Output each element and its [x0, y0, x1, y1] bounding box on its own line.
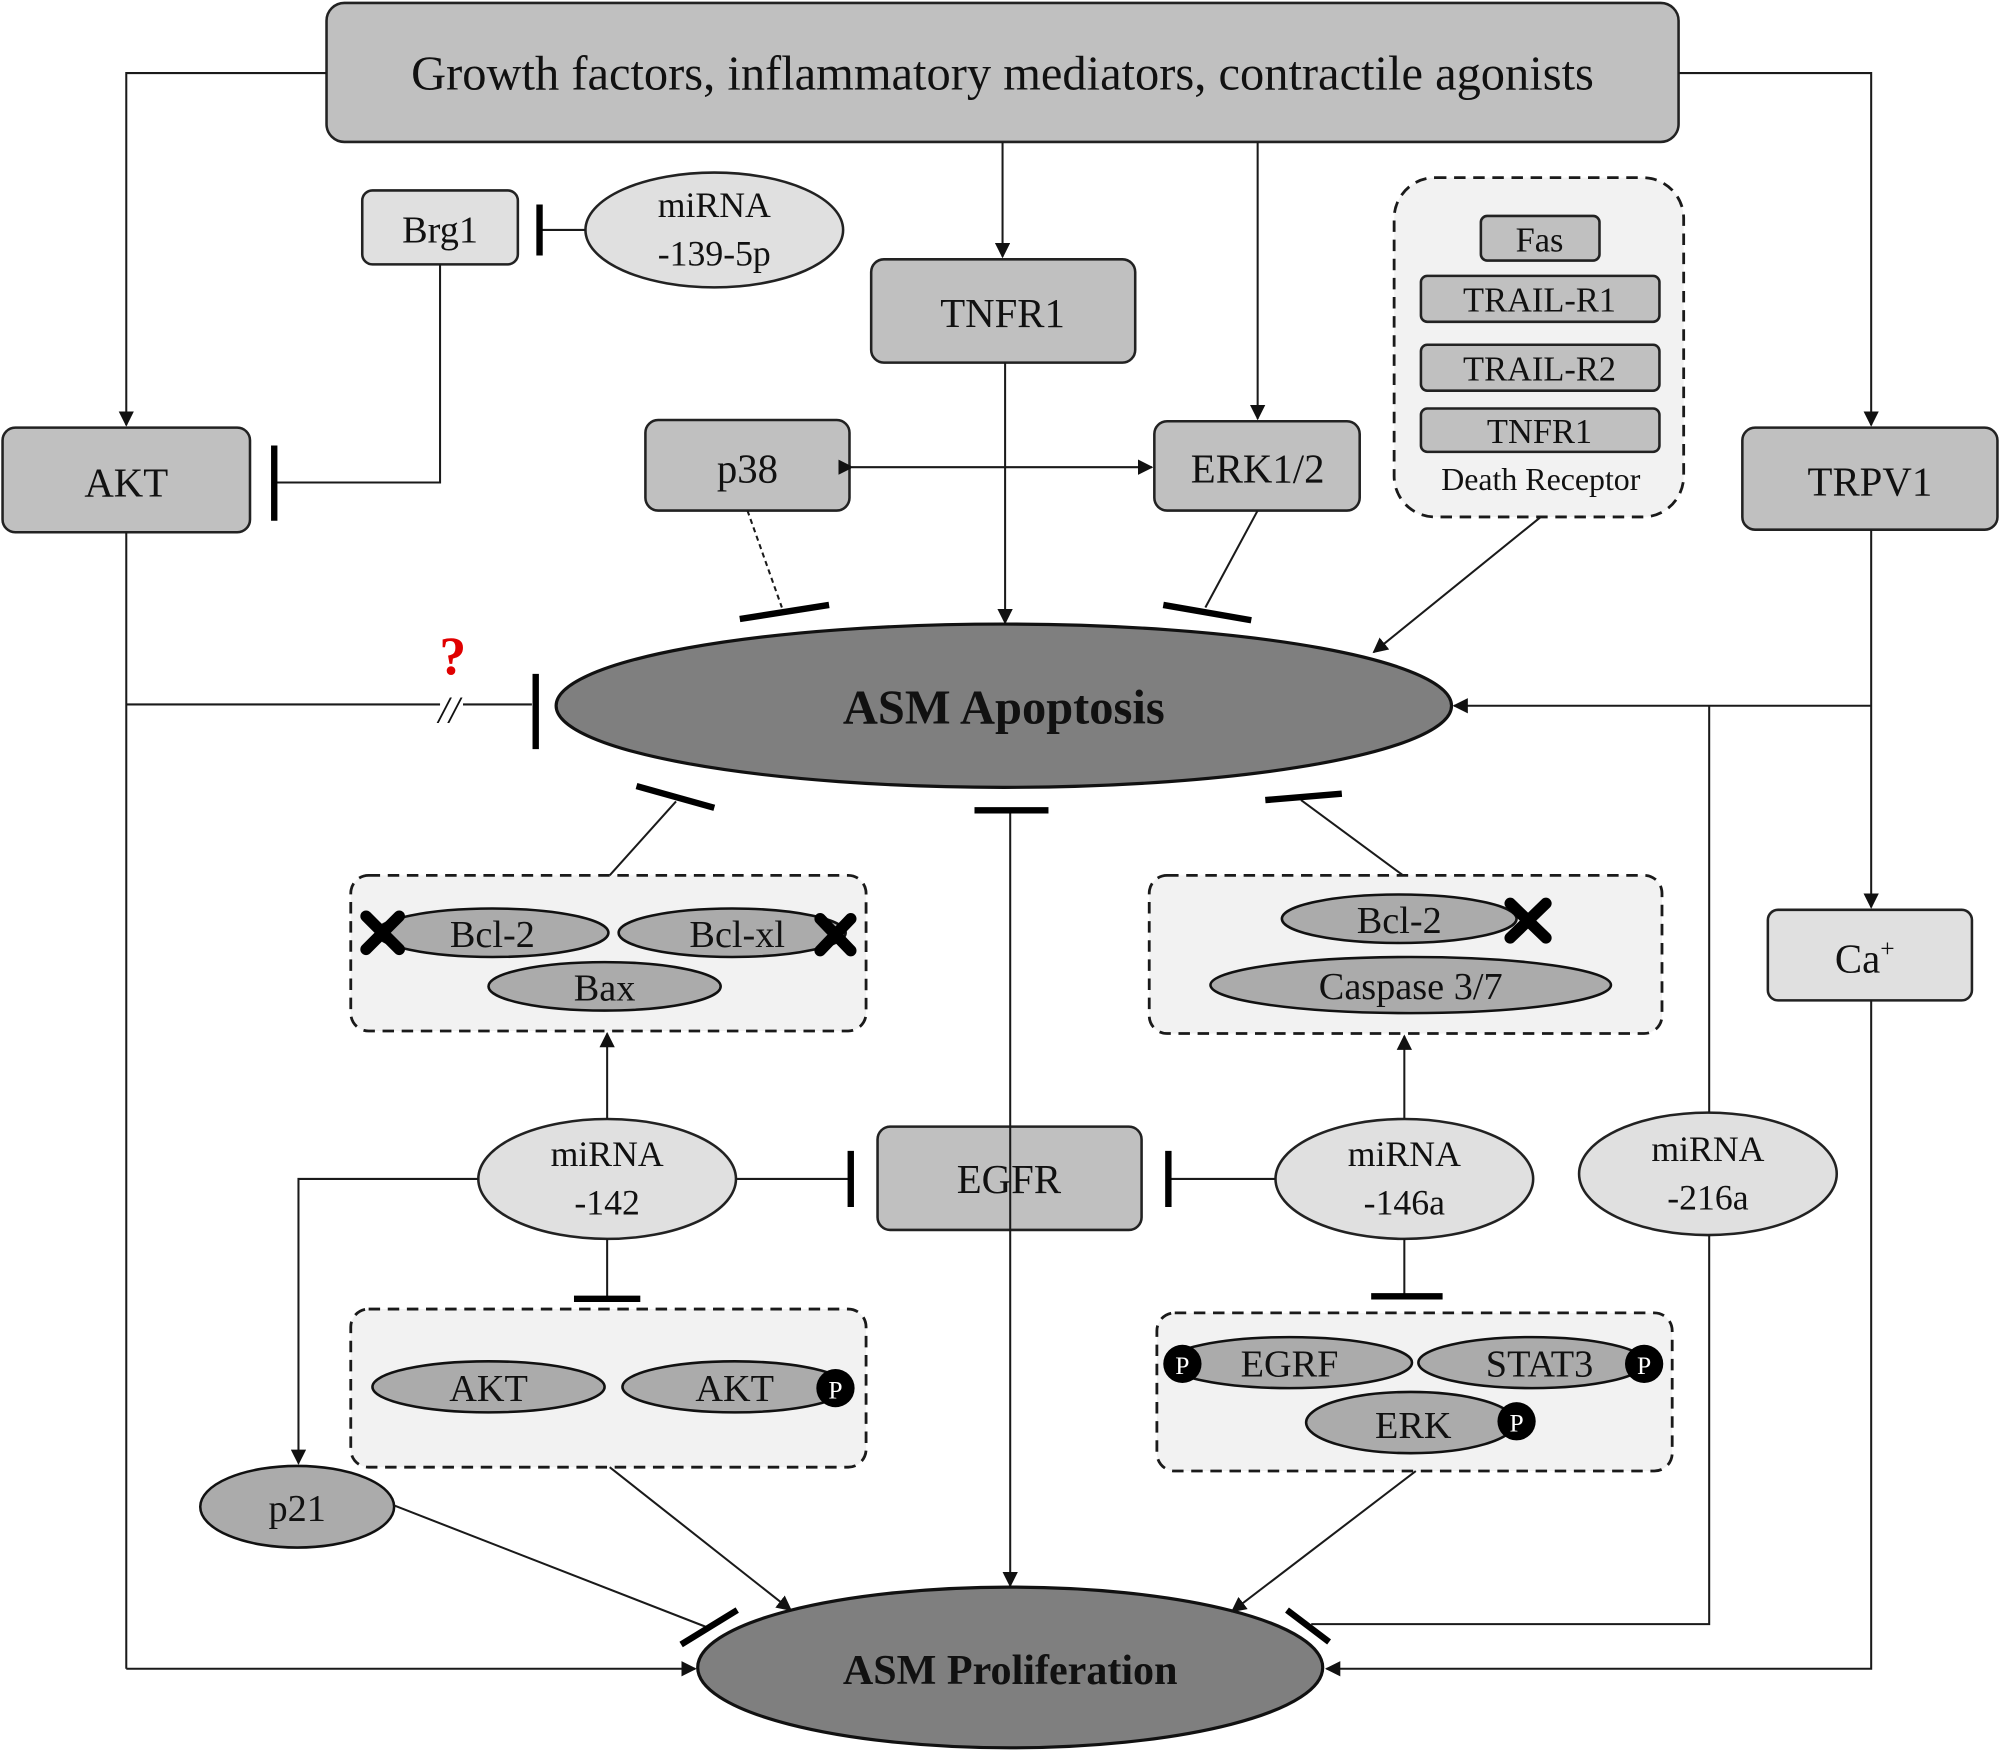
asm-proliferation-label: ASM Proliferation	[843, 1647, 1178, 1694]
inhibit-brg1-akt	[275, 264, 442, 484]
ca-node: Ca+	[1766, 908, 1974, 1002]
egrf-group: EGRF STAT3 ERK P P P	[1155, 1311, 1674, 1473]
bcl-left-bclxl: Bcl-xl	[689, 914, 785, 956]
egrf-group-stat3: STAT3	[1486, 1344, 1593, 1386]
arrow-top-to-trpv1	[1678, 72, 1879, 427]
top-box: Growth factors, inflammatory mediators, …	[325, 1, 1680, 144]
arrow-mirna142-p21	[290, 1177, 479, 1465]
inhibit-bar	[679, 1607, 739, 1648]
connectors: // ?	[118, 72, 1879, 1677]
tnfr1-label: TNFR1	[940, 291, 1065, 336]
death-receptor-group: Fas TRAIL-R1 TRAIL-R2 TNFR1 Death Recept…	[1392, 176, 1686, 519]
question-mark: ?	[439, 626, 466, 686]
mirna-146a-line2: -146a	[1364, 1183, 1445, 1223]
ca-label: Ca+	[1835, 934, 1895, 981]
inhibit-mirna216a-proliferation	[1311, 1235, 1711, 1626]
mirna-139-node: miRNA -139-5p	[584, 171, 845, 289]
asm-proliferation-node: ASM Proliferation	[696, 1585, 1325, 1750]
bcl-left-bcl2: Bcl-2	[450, 914, 535, 956]
erk12-label: ERK1/2	[1191, 447, 1325, 492]
arrow-death-receptor-apoptosis	[1372, 516, 1542, 654]
arrow-akt-group-proliferation	[609, 1466, 793, 1612]
asm-apoptosis-node: ASM Apoptosis	[554, 622, 1454, 789]
mirna-142-line1: miRNA	[551, 1134, 664, 1174]
bcl-left-bax: Bax	[574, 967, 636, 1009]
bcl-left-group: Bcl-2 Bcl-xl Bax	[349, 873, 868, 1033]
tnfr1-node: TNFR1	[869, 258, 1137, 364]
inhibit-erk12-apoptosis	[1204, 510, 1259, 608]
inhibit-bar	[1265, 790, 1343, 804]
cross-icon	[360, 910, 405, 956]
egrf-group-erk: ERK	[1375, 1405, 1452, 1447]
inhibit-bcl-left-apoptosis	[608, 800, 677, 877]
p21-label: p21	[269, 1488, 326, 1530]
inhibit-bar	[1285, 1607, 1332, 1645]
bcl-right-bcl2: Bcl-2	[1357, 900, 1442, 942]
inhibit-bar	[739, 601, 830, 623]
brg1-node: Brg1	[360, 189, 520, 266]
mirna-139-line2: -139-5p	[658, 234, 771, 274]
akt-group-akt: AKT	[449, 1368, 528, 1410]
mirna-142-line2: -142	[574, 1183, 639, 1223]
death-receptor-fas: Fas	[1516, 222, 1564, 260]
top-box-label: Growth factors, inflammatory mediators, …	[411, 48, 1594, 101]
death-receptor-trail-r2: TRAIL-R2	[1463, 350, 1616, 388]
asm-apoptosis-label: ASM Apoptosis	[843, 682, 1165, 735]
inhibit-p21-proliferation	[393, 1504, 706, 1628]
break-mark: //	[436, 689, 463, 731]
p38-node: p38	[644, 418, 851, 512]
mirna-146a-node: miRNA -146a	[1274, 1117, 1535, 1241]
phospho-icon: P	[1497, 1402, 1536, 1441]
p21-node: p21	[198, 1464, 396, 1549]
mirna-142-node: miRNA -142	[477, 1117, 738, 1241]
akt-group: AKT AKT P	[349, 1307, 868, 1469]
arrow-top-to-akt	[118, 72, 327, 427]
svg-text:P: P	[1637, 1351, 1651, 1380]
svg-text:P: P	[1509, 1408, 1523, 1437]
akt-node: AKT	[1, 426, 252, 534]
death-receptor-trail-r1: TRAIL-R1	[1463, 282, 1616, 320]
p38-label: p38	[717, 447, 778, 492]
arrow-egrf-group-proliferation	[1230, 1470, 1417, 1613]
inhibit-bcl-right-apoptosis	[1300, 799, 1404, 877]
phospho-icon: P	[816, 1368, 855, 1408]
mirna-216a-line1: miRNA	[1651, 1129, 1764, 1169]
trpv1-label: TRPV1	[1808, 459, 1933, 504]
inhibit-bar	[1162, 601, 1252, 624]
bcl-right-caspase: Caspase 3/7	[1319, 966, 1503, 1008]
erk12-node: ERK1/2	[1153, 420, 1361, 512]
akt-label: AKT	[84, 461, 168, 506]
inhibit-bar	[635, 783, 716, 811]
mirna-146a-line1: miRNA	[1348, 1134, 1461, 1174]
death-receptor-tnfr1: TNFR1	[1487, 413, 1592, 451]
cross-icon	[814, 912, 857, 957]
mirna-139-line1: miRNA	[658, 185, 771, 225]
egrf-group-egrf: EGRF	[1241, 1344, 1339, 1386]
mirna-216a-line2: -216a	[1667, 1178, 1748, 1218]
mirna-216a-node: miRNA -216a	[1577, 1111, 1839, 1237]
trpv1-node: TRPV1	[1741, 426, 1999, 531]
brg1-label: Brg1	[402, 210, 478, 252]
inhibit-p38-apoptosis	[746, 510, 783, 608]
svg-text:P: P	[1175, 1351, 1189, 1380]
akt-group-akt-p: AKT	[695, 1368, 774, 1410]
arrow-ca-proliferation	[1325, 1000, 1873, 1677]
death-receptor-label: Death Receptor	[1441, 462, 1641, 497]
phospho-icon: P	[1163, 1344, 1202, 1384]
svg-text:P: P	[828, 1375, 842, 1404]
cross-icon	[1504, 897, 1552, 944]
phospho-icon: P	[1625, 1344, 1664, 1384]
bcl-right-group: Bcl-2 Caspase 3/7	[1147, 873, 1664, 1035]
